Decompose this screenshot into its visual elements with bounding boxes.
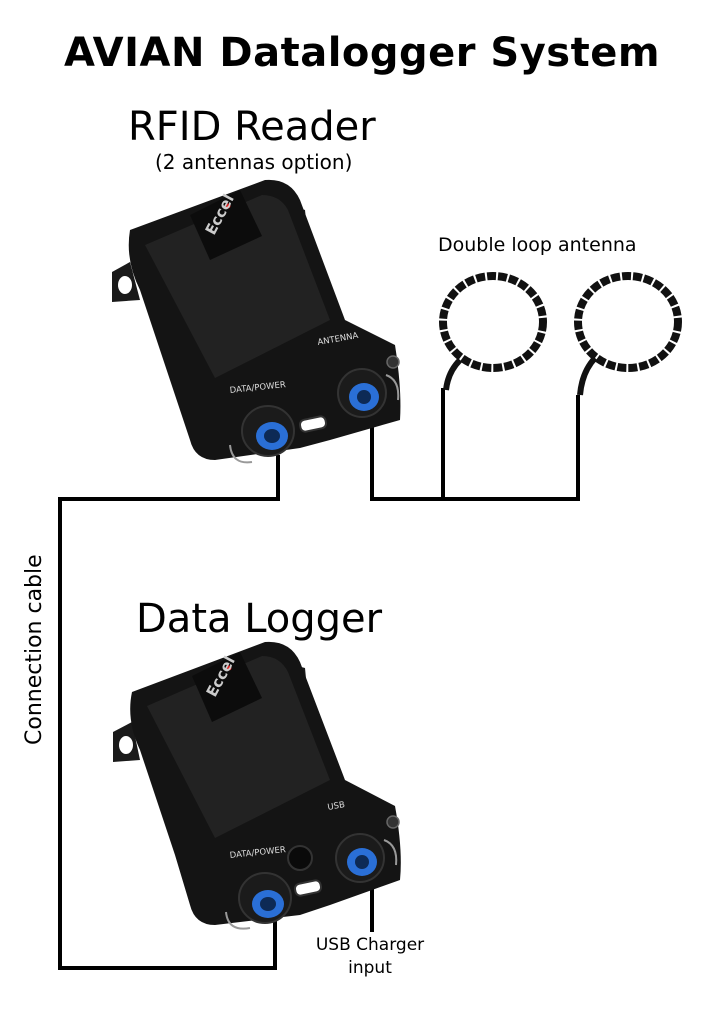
antenna-label: Double loop antenna xyxy=(438,234,637,256)
usb-charger-label-line1: USB Charger xyxy=(315,935,425,955)
data-logger-device: Eccel DATA/POWER USB xyxy=(113,641,401,930)
logger-port-label-usb: USB xyxy=(327,800,346,813)
data-logger-title: Data Logger xyxy=(136,596,383,642)
antenna-cable xyxy=(370,395,580,501)
logger-data-power-connector xyxy=(225,872,292,930)
connection-cable xyxy=(58,455,280,970)
diagram-title: AVIAN Datalogger System xyxy=(63,30,661,76)
rfid-reader-title: RFID Reader xyxy=(128,104,376,150)
usb-charger-label: USB Charger input xyxy=(300,934,440,980)
rfid-reader-device: Eccel DATA/POWER ANTENNA xyxy=(112,179,401,464)
rfid-reader-subtitle: (2 antennas option) xyxy=(155,150,353,174)
logger-usb-connector xyxy=(335,833,398,883)
double-loop-antenna xyxy=(439,272,682,396)
rfid-data-power-connector xyxy=(229,405,295,464)
rfid-antenna-connector xyxy=(337,368,400,418)
antenna-loop-right xyxy=(574,272,682,396)
usb-charger-label-line2: input xyxy=(348,958,392,978)
antenna-loop-left xyxy=(439,272,547,391)
